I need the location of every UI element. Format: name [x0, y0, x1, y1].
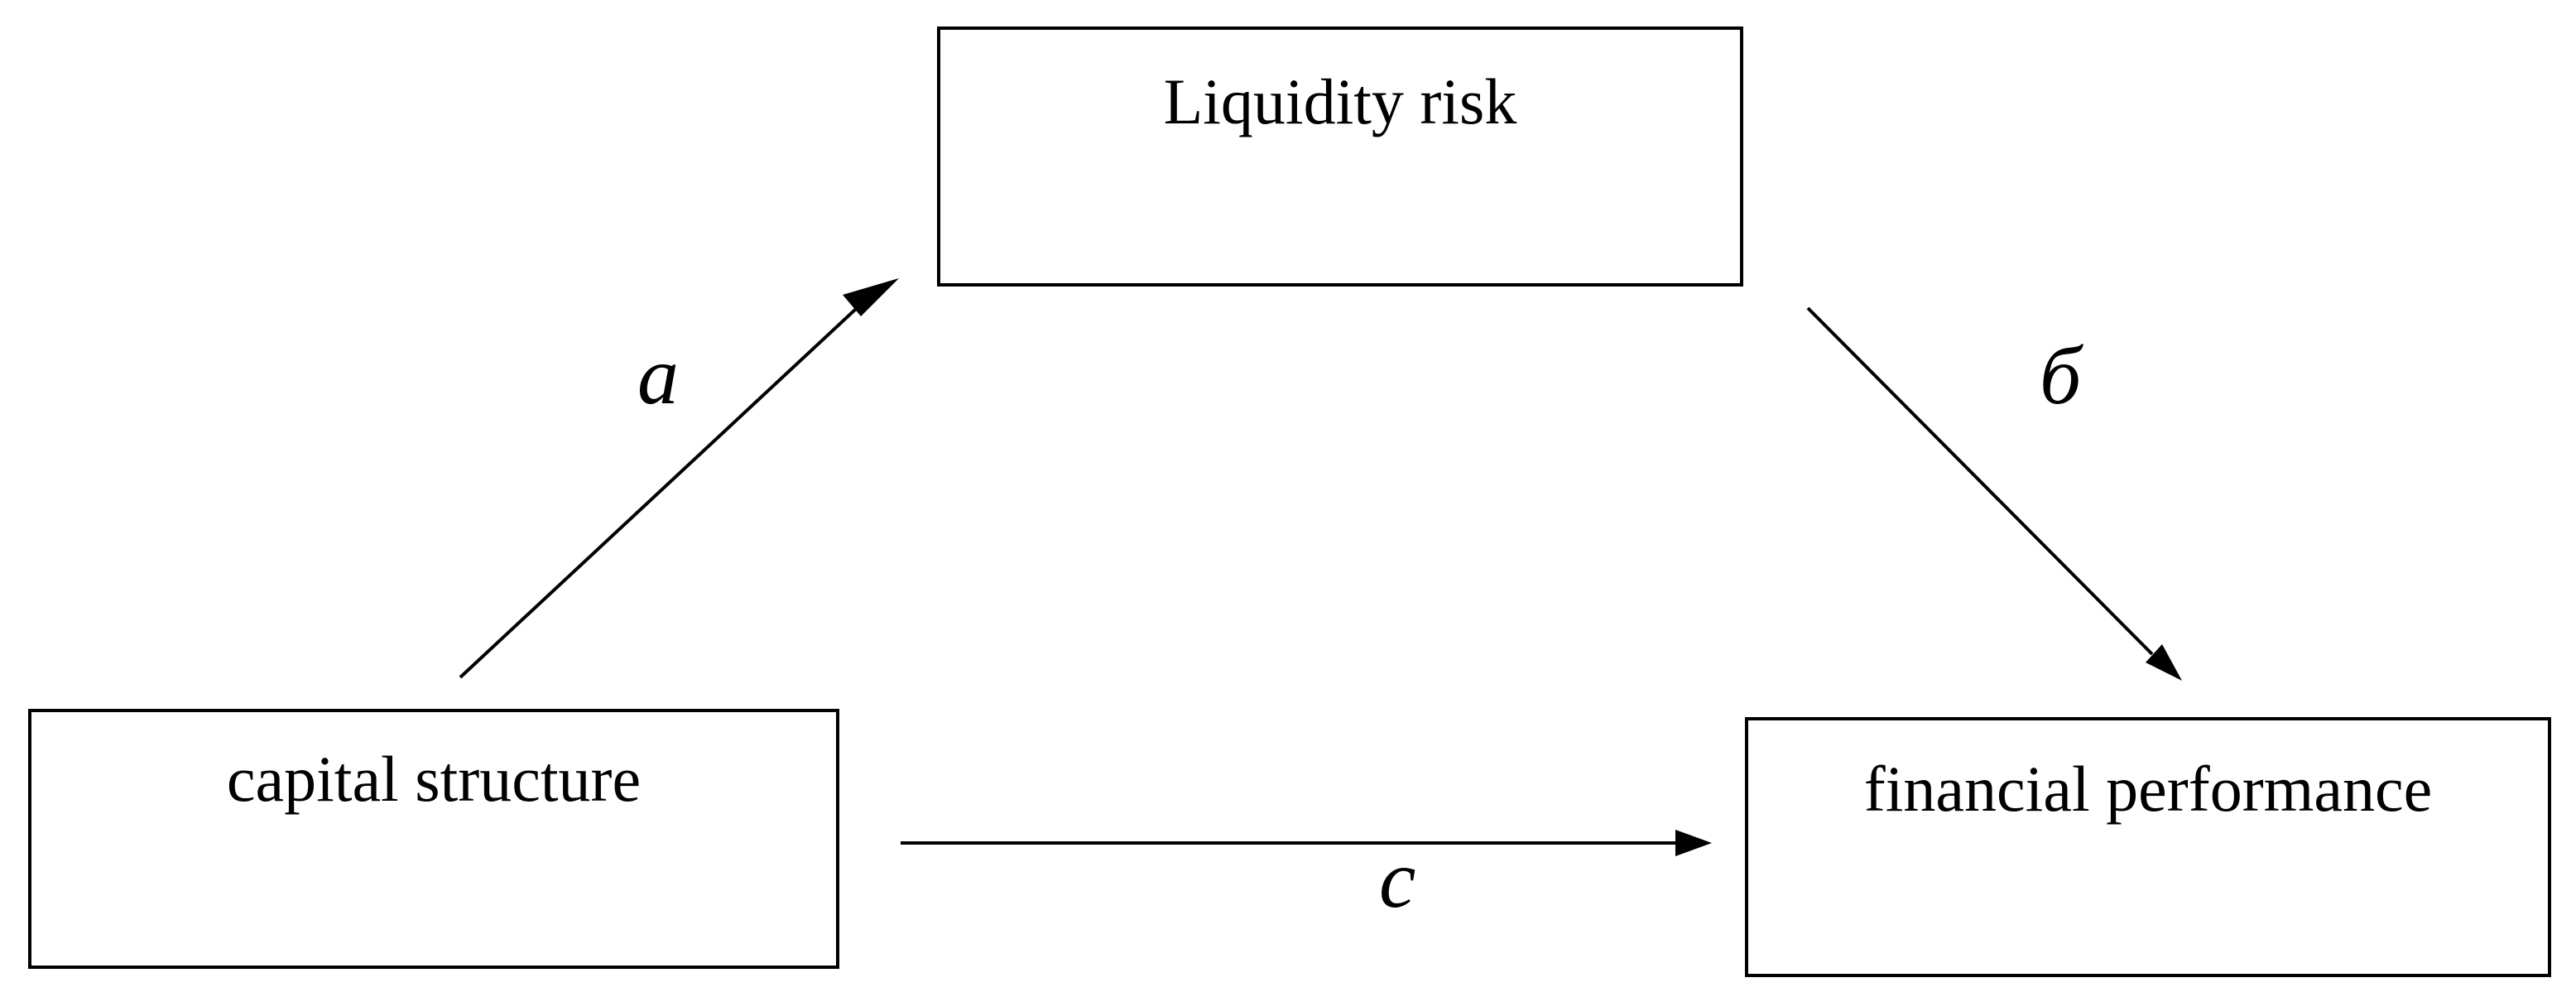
- path-c-label: c: [1379, 833, 1416, 925]
- arrow-b: [1806, 306, 2154, 656]
- arrowhead-b: [2146, 644, 2182, 681]
- liquidity-risk-box: Liquidity risk: [937, 26, 1743, 287]
- liquidity-risk-label: Liquidity risk: [1163, 65, 1517, 137]
- arrow-a: [459, 296, 869, 679]
- arrowhead-a: [843, 278, 899, 316]
- arrowhead-c: [1675, 830, 1712, 856]
- capital-structure-label: capital structure: [226, 743, 642, 815]
- financial-performance-box: financial performance: [1745, 717, 2551, 977]
- path-a-label: a: [637, 330, 679, 421]
- capital-structure-box: capital structure: [28, 709, 839, 969]
- financial-performance-label: financial performance: [1863, 753, 2433, 825]
- path-b-label: б: [2040, 330, 2082, 421]
